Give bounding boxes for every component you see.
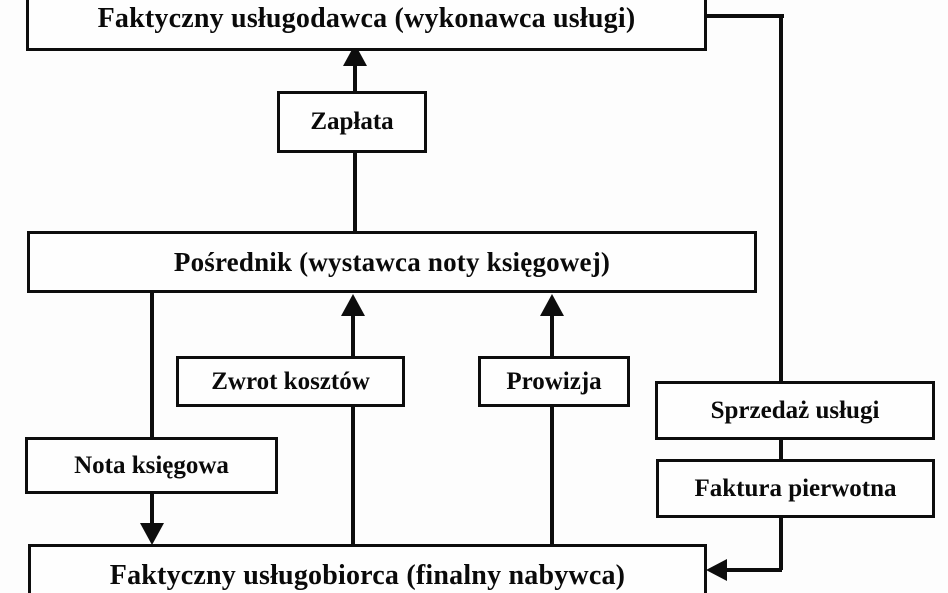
node-sprzedaz-uslugi: Sprzedaż usługi	[655, 381, 935, 440]
arrow-down-icon	[140, 523, 164, 545]
node-posrednik-label: Pośrednik (wystawca noty księgowej)	[173, 246, 611, 277]
node-zwrot-kosztow: Zwrot kosztów	[176, 356, 405, 407]
node-prowizja: Prowizja	[478, 356, 630, 407]
node-nota-ksiegowa: Nota księgowa	[25, 437, 278, 494]
node-faktyczny-uslugobiorca-label: Faktyczny usługobiorca (finalny nabywca)	[109, 560, 626, 591]
node-faktura-pierwotna-label: Faktura pierwotna	[694, 474, 897, 502]
node-nota-ksiegowa-label: Nota księgowa	[74, 451, 229, 479]
node-faktyczny-uslugobiorca: Faktyczny usługobiorca (finalny nabywca)	[28, 544, 707, 593]
edge-right-vertical-line	[779, 14, 783, 570]
node-zaplata: Zapłata	[277, 91, 427, 153]
edge-uslugobiorca-to-posrednik-zwrot-line	[351, 314, 355, 545]
node-faktyczny-uslugodawca-label: Faktyczny usługodawca (wykonawca usługi)	[97, 2, 636, 34]
edge-posrednik-to-uslugobiorca-line	[150, 293, 154, 525]
node-zaplata-label: Zapłata	[310, 108, 394, 135]
arrow-left-icon	[706, 559, 727, 581]
arrow-up-icon	[540, 294, 564, 316]
node-zwrot-kosztow-label: Zwrot kosztów	[211, 367, 370, 395]
node-prowizja-label: Prowizja	[506, 367, 602, 395]
edge-uslugodawca-right-horizontal-line	[707, 14, 784, 18]
arrow-up-icon	[341, 294, 365, 316]
edge-uslugobiorca-to-posrednik-prowizja-line	[550, 314, 554, 545]
node-faktyczny-uslugodawca: Faktyczny usługodawca (wykonawca usługi)	[26, 0, 707, 51]
node-sprzedaz-uslugi-label: Sprzedaż usługi	[710, 396, 880, 424]
node-posrednik: Pośrednik (wystawca noty księgowej)	[27, 231, 757, 293]
edge-into-uslugobiorca-horizontal-line	[726, 568, 782, 572]
node-faktura-pierwotna: Faktura pierwotna	[656, 459, 935, 518]
